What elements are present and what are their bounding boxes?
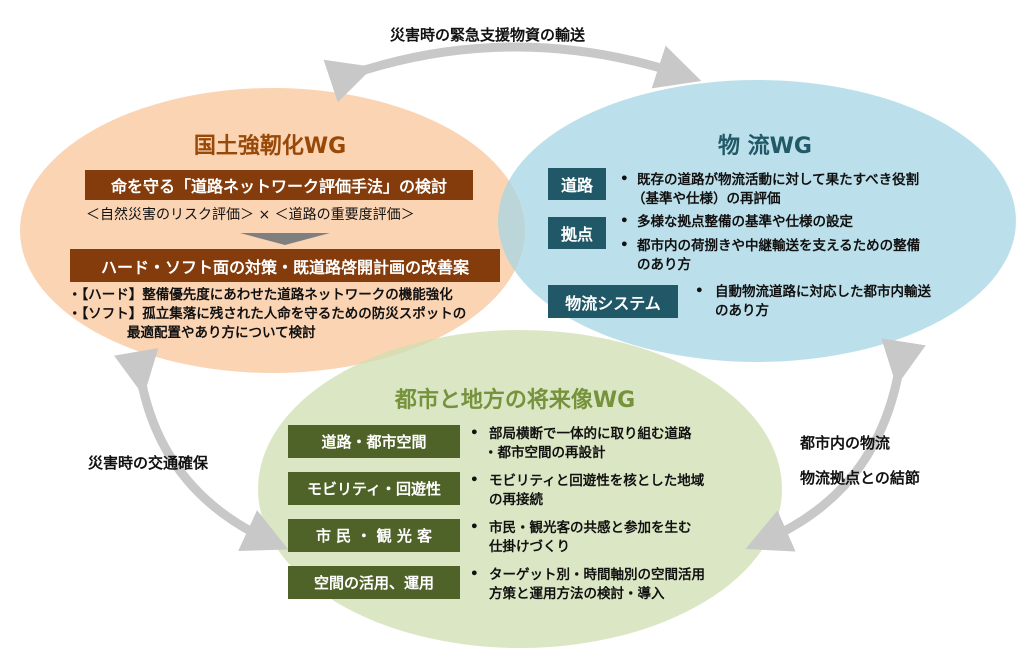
kokudo-bar-2: ハード・ソフト面の対策・既道路啓開計画の改善案	[70, 249, 500, 282]
toshi-road-line-1: 部局横断で一体的に取り組む道路	[489, 426, 692, 442]
ellipse-kokudo	[20, 88, 525, 373]
toshi-road-line-2: ・都市空間の再設計	[484, 445, 606, 461]
arrow-label-right-1: 都市内の物流	[800, 434, 891, 452]
arrow-label-left: 災害時の交通確保	[88, 454, 209, 472]
bullet-icon: •	[470, 519, 479, 535]
toshi-space-line-1: ターゲット別・時間軸別の空間活用	[489, 567, 705, 583]
bullet-icon: •	[620, 237, 629, 253]
right-arrow	[745, 338, 926, 552]
butsuryu-label-hub: 拠点	[548, 217, 606, 249]
kokudo-bullet-2: ・【ソフト】孤立集落に残された人命を守るための防災スポットの	[68, 306, 467, 322]
top-arrow	[323, 42, 702, 103]
butsuryu-road-line-2: （基準や仕様）の再評価	[632, 191, 781, 207]
bullet-icon: •	[470, 566, 479, 582]
bullet-icon: •	[620, 171, 629, 187]
toshi-citizens-line-1: 市民・観光客の共感と参加を生む	[489, 520, 692, 536]
kokudo-bar-1: 命を守る「道路ネットワーク評価手法」の検討	[85, 170, 473, 200]
toshi-mobility-line-2: の再接続	[489, 492, 543, 508]
kokudo-bullet-2b: 最適配置やあり方について検討	[127, 325, 316, 341]
toshi-label-citizens: 市 民 ・ 観 光 客	[288, 519, 460, 552]
butsuryu-hub-line-1: 多様な拠点整備の基準や仕様の設定	[637, 214, 853, 230]
butsuryu-system-line-1: 自動物流道路に対応した都市内輸送	[715, 284, 931, 300]
bullet-icon: •	[470, 425, 479, 441]
bullet-icon: •	[470, 472, 479, 488]
arrow-label-top: 災害時の緊急支援物資の輸送	[390, 26, 586, 44]
down-arrow-icon	[240, 233, 330, 245]
toshi-label-space-use: 空間の活用、運用	[288, 566, 460, 599]
left-arrow	[113, 347, 289, 551]
butsuryu-hub-line-3: のあり方	[637, 257, 691, 273]
bullet-icon: •	[695, 283, 704, 299]
toshi-label-road-space: 道路・都市空間	[288, 425, 460, 458]
toshi-citizens-line-2: 仕掛けづくり	[489, 539, 570, 555]
butsuryu-label-road: 道路	[548, 168, 606, 200]
arrow-label-right-2: 物流拠点との結節	[800, 469, 920, 487]
butsuryu-hub-line-2: 都市内の荷捌きや中継輸送を支えるための整備	[637, 238, 921, 254]
toshi-space-line-2: 方策と運用方法の検討・導入	[489, 586, 665, 602]
kokudo-bullet-1: ・【ハード】整備優先度にあわせた道路ネットワークの機能強化	[68, 287, 453, 303]
butsuryu-label-system: 物流システム	[548, 285, 678, 318]
kokudo-title: 国土強靭化WG	[193, 134, 347, 159]
butsuryu-title: 物 流WG	[718, 134, 812, 159]
butsuryu-system-line-2: のあり方	[715, 303, 769, 319]
butsuryu-road-line-1: 既存の道路が物流活動に対して果たすべき役割	[637, 172, 920, 188]
kokudo-formula: ＜自然災害のリスク評価＞ × ＜道路の重要度評価＞	[86, 207, 415, 223]
toshi-label-mobility: モビリティ・回遊性	[288, 472, 460, 505]
toshi-mobility-line-1: モビリティと回遊性を核とした地域	[489, 473, 705, 489]
toshi-title: 都市と地方の将来像WG	[394, 388, 636, 413]
bullet-icon: •	[620, 213, 629, 229]
